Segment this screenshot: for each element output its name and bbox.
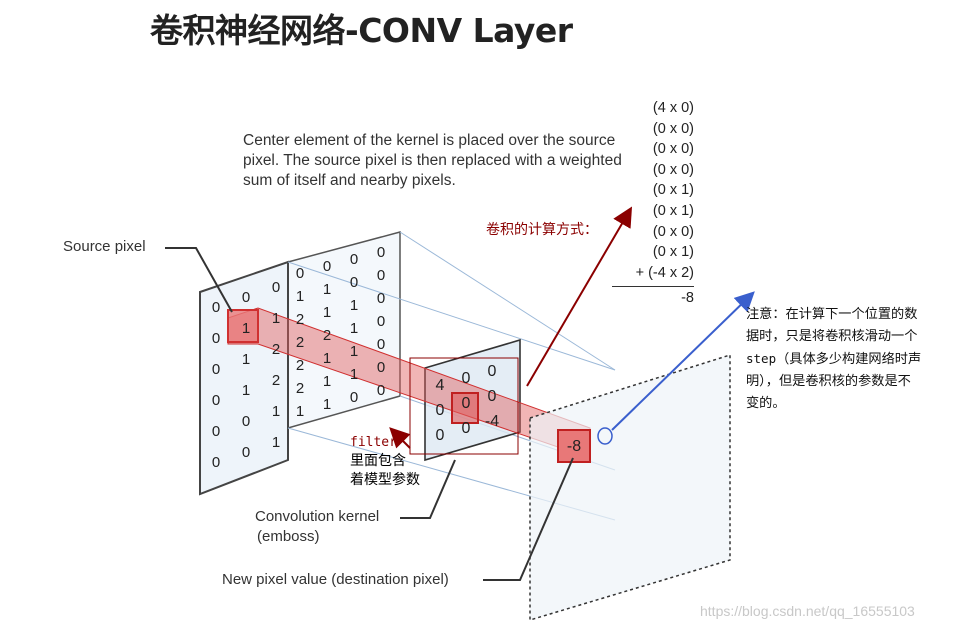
source-cell-value: 1: [350, 366, 358, 383]
kernel-center-highlight: [451, 392, 479, 424]
kernel-cell-value: -4: [485, 413, 499, 430]
calc-term: (0 x 1): [652, 202, 694, 219]
source-cell-value: 2: [272, 372, 280, 389]
source-cell-value: 2: [272, 341, 280, 358]
source-cell-value: 1: [242, 320, 250, 337]
kernel-cell-value: 0: [462, 420, 471, 437]
source-cell-value: 2: [296, 380, 304, 397]
calc-term: (0 x 0): [652, 141, 694, 158]
callout-lines: [165, 247, 574, 581]
source-cell-value: 1: [350, 320, 358, 337]
source-cell-value: 1: [272, 403, 280, 420]
source-cell-value: 1: [323, 304, 331, 321]
page-title: 卷积神经网络-CONV Layer: [150, 11, 573, 50]
source-pixel-label: Source pixel: [63, 238, 146, 255]
source-cell-value: 0: [212, 299, 220, 316]
source-cell-value: 0: [242, 444, 250, 461]
kernel-cell-value: 0: [488, 363, 497, 380]
source-pixel-highlight: [227, 309, 259, 343]
calculation-column: (4 x 0) (0 x 0) (0 x 0) (0 x 0) (0 x 1) …: [612, 98, 694, 308]
calc-term: (0 x 0): [652, 120, 694, 137]
source-cell-value: 0: [377, 313, 385, 330]
source-cell-value: 0: [377, 382, 385, 399]
source-cell-value: 0: [242, 413, 250, 430]
filter-note-line3: 着模型参数: [350, 472, 420, 488]
source-cell-value: 1: [323, 281, 331, 298]
destination-pixel: [557, 429, 591, 463]
source-cell-value: 1: [242, 382, 250, 399]
source-cell-value: 1: [323, 373, 331, 390]
source-cell-value: 0: [377, 336, 385, 353]
source-cell-value: 0: [377, 359, 385, 376]
calc-result: -8: [612, 286, 694, 308]
source-cell-value: 0: [350, 251, 358, 268]
source-cell-value: 0: [350, 274, 358, 291]
calc-method-note: 卷积的计算方式：: [486, 222, 598, 238]
source-cell-value: 0: [296, 265, 304, 282]
source-cell-value: 2: [296, 334, 304, 351]
source-cell-value: 0: [212, 423, 220, 440]
source-cell-value: 1: [350, 343, 358, 360]
calc-term: (0 x 0): [652, 223, 694, 240]
step-circle: [597, 427, 613, 445]
calc-term: + (-4 x 2): [635, 264, 694, 281]
source-cell-value: 0: [212, 361, 220, 378]
kernel-cell-value: 0: [488, 388, 497, 405]
calc-term: (0 x 0): [652, 161, 694, 178]
source-cell-value: 1: [350, 297, 358, 314]
kernel-label-line2: (emboss): [257, 528, 320, 545]
source-cell-value: 2: [296, 311, 304, 328]
kernel-cell-value: 0: [462, 370, 471, 387]
kernel-cell-value: 0: [462, 395, 471, 412]
source-cell-value: 0: [212, 454, 220, 471]
filter-note-line2: 里面包含: [350, 453, 406, 469]
filter-arrow: [389, 427, 411, 449]
source-cell-value: 0: [377, 267, 385, 284]
source-cell-value: 2: [296, 357, 304, 374]
source-cell-value: 1: [296, 288, 304, 305]
kernel-cell-value: 0: [436, 427, 445, 444]
destination-value: -8: [567, 438, 581, 455]
filter-note-word: filter: [350, 435, 397, 450]
source-cell-value: 0: [350, 389, 358, 406]
kernel-cell-value: 0: [436, 402, 445, 419]
watermark: https://blog.csdn.net/qq_16555103: [700, 603, 915, 619]
source-cell-value: 1: [323, 350, 331, 367]
calc-arrow: [526, 206, 633, 387]
source-cell-value: 2: [323, 327, 331, 344]
source-cell-value: 1: [296, 403, 304, 420]
source-cell-value: 0: [377, 290, 385, 307]
calc-term: (0 x 1): [652, 244, 694, 261]
source-cell-value: 1: [272, 434, 280, 451]
source-cell-value: 0: [272, 279, 280, 296]
filter-outline: [409, 357, 519, 455]
source-cell-value: 1: [272, 310, 280, 327]
source-cell-value: 1: [323, 396, 331, 413]
kernel-label-line1: Convolution kernel: [255, 508, 380, 525]
calc-term: (0 x 1): [652, 182, 694, 199]
source-cell-value: 0: [242, 289, 250, 306]
source-cell-value: 0: [377, 244, 385, 261]
source-cell-value: 1: [242, 351, 250, 368]
highlight-tube: [227, 307, 591, 459]
description-text: Center element of the kernel is placed o…: [243, 132, 622, 189]
source-grid-front: [199, 260, 289, 496]
destination-grid: [529, 353, 731, 622]
source-cell-value: 0: [212, 392, 220, 409]
source-cell-value: 0: [323, 258, 331, 275]
step-arrow: [611, 291, 755, 431]
step-note: 注意：在计算下一个位置的数 据时，只是将卷积核滑动一个 step（具体多少构建网…: [746, 307, 922, 411]
kernel-cell-value: 4: [436, 377, 445, 394]
source-cell-value: 0: [212, 330, 220, 347]
new-pixel-label: New pixel value (destination pixel): [222, 571, 449, 588]
calc-term: (4 x 0): [652, 100, 694, 116]
